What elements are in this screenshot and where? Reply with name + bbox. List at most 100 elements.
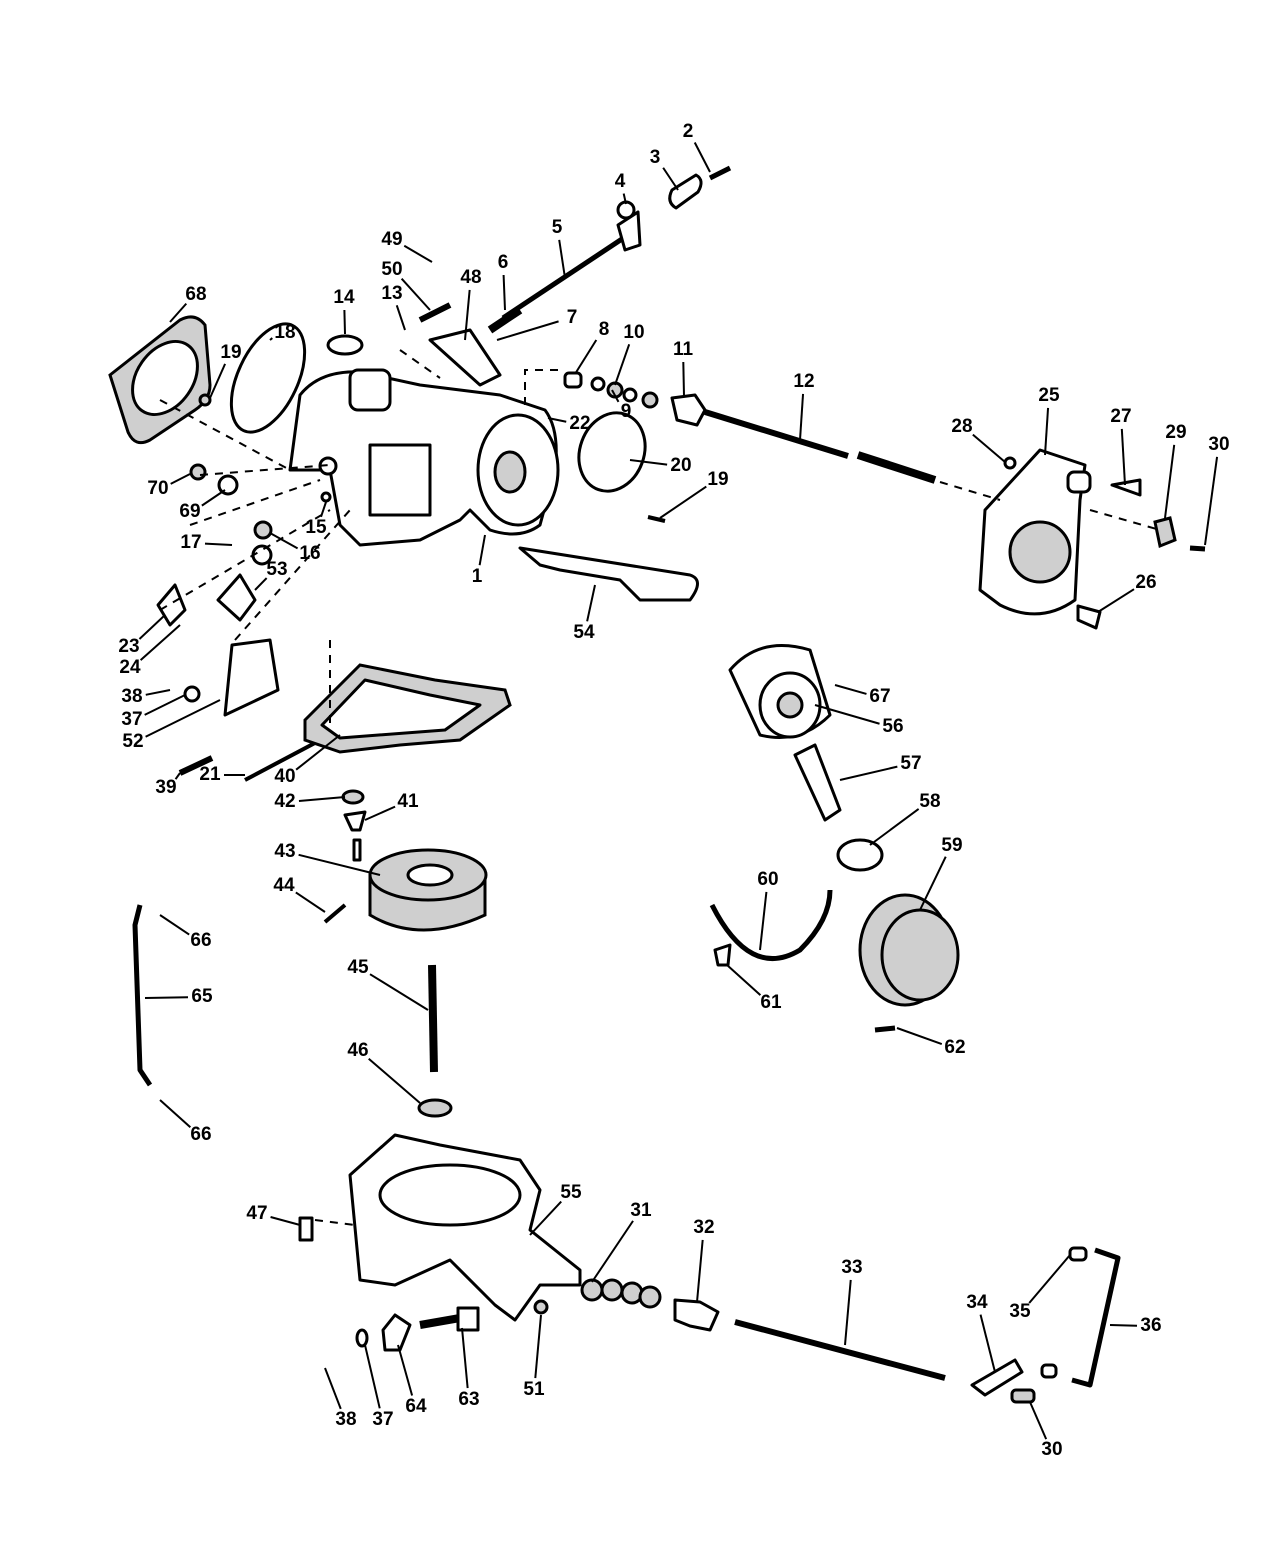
part-label-47: 47 bbox=[246, 1203, 267, 1224]
leader-line-59 bbox=[919, 856, 947, 911]
part-label-17: 17 bbox=[180, 532, 201, 553]
leader-line-28 bbox=[972, 433, 1006, 463]
part-label-6: 6 bbox=[498, 252, 509, 273]
leader-line-5 bbox=[558, 239, 566, 279]
part-label-54: 54 bbox=[573, 622, 595, 643]
part-label-63: 63 bbox=[458, 1389, 479, 1410]
leader-line-36 bbox=[1109, 1324, 1138, 1327]
part-label-24: 24 bbox=[119, 657, 141, 678]
part-bar-54 bbox=[518, 546, 699, 602]
part-label-3: 3 bbox=[650, 147, 661, 168]
leader-line-66 bbox=[159, 914, 190, 936]
leader-line-8 bbox=[574, 339, 598, 375]
leader-line-29 bbox=[1164, 444, 1176, 519]
part-label-21: 21 bbox=[199, 764, 221, 785]
part-label-9: 9 bbox=[621, 401, 632, 422]
part-label-65: 65 bbox=[191, 986, 213, 1007]
part-label-37: 37 bbox=[372, 1409, 393, 1430]
leader-line-26 bbox=[1097, 588, 1135, 613]
leader-line-46 bbox=[368, 1057, 421, 1104]
part-label-42: 42 bbox=[274, 791, 295, 812]
part-label-39: 39 bbox=[155, 777, 176, 798]
part-label-34: 34 bbox=[966, 1292, 988, 1313]
part-label-66: 66 bbox=[190, 930, 211, 951]
dashed-guides bbox=[159, 349, 1161, 1226]
part-label-19: 19 bbox=[707, 469, 728, 490]
part-label-10: 10 bbox=[623, 322, 644, 343]
part-label-51: 51 bbox=[523, 1379, 545, 1400]
part-label-52: 52 bbox=[122, 731, 143, 752]
leader-line-48 bbox=[464, 289, 471, 341]
part-label-27: 27 bbox=[1110, 406, 1131, 427]
leader-line-31 bbox=[591, 1220, 634, 1283]
part-label-49: 49 bbox=[381, 229, 402, 250]
leader-line-18 bbox=[269, 337, 273, 341]
part-label-38: 38 bbox=[121, 686, 142, 707]
leader-line-49 bbox=[403, 244, 433, 263]
part-label-64: 64 bbox=[405, 1396, 427, 1417]
leader-line-68 bbox=[169, 302, 188, 323]
leader-line-45 bbox=[369, 973, 429, 1011]
part-label-31: 31 bbox=[630, 1200, 652, 1221]
part-label-1: 1 bbox=[472, 566, 483, 587]
leader-line-1 bbox=[478, 534, 486, 566]
part-rod-33 bbox=[734, 1319, 946, 1381]
leader-line-2 bbox=[693, 142, 711, 173]
leader-line-50 bbox=[400, 278, 431, 311]
part-label-16: 16 bbox=[299, 543, 320, 564]
part-label-44: 44 bbox=[273, 875, 295, 896]
part-label-2: 2 bbox=[683, 121, 694, 142]
leader-line-30 bbox=[1204, 456, 1219, 546]
part-label-32: 32 bbox=[693, 1217, 714, 1238]
part-label-7: 7 bbox=[567, 307, 578, 328]
leader-line-3 bbox=[662, 167, 679, 191]
part-label-59: 59 bbox=[941, 835, 962, 856]
leader-line-20 bbox=[629, 459, 668, 466]
leader-line-38 bbox=[324, 1367, 342, 1410]
part-label-5: 5 bbox=[552, 217, 563, 238]
leader-line-9 bbox=[611, 389, 620, 403]
part-label-43: 43 bbox=[274, 841, 295, 862]
part-bowl-55 bbox=[348, 1133, 582, 1322]
part-label-46: 46 bbox=[347, 1040, 368, 1061]
leader-line-13 bbox=[395, 304, 406, 331]
part-label-33: 33 bbox=[841, 1257, 862, 1278]
part-label-19: 19 bbox=[220, 342, 241, 363]
leader-line-7 bbox=[496, 320, 559, 341]
part-label-8: 8 bbox=[599, 319, 610, 340]
part-label-58: 58 bbox=[919, 791, 940, 812]
part-label-45: 45 bbox=[347, 957, 369, 978]
part-label-68: 68 bbox=[185, 284, 206, 305]
leader-line-16 bbox=[269, 532, 299, 550]
part-label-41: 41 bbox=[397, 791, 419, 812]
part-label-60: 60 bbox=[757, 869, 778, 890]
part-label-28: 28 bbox=[951, 416, 972, 437]
part-label-67: 67 bbox=[869, 686, 890, 707]
leader-line-34 bbox=[979, 1314, 996, 1373]
part-label-11: 11 bbox=[673, 339, 694, 360]
leader-line-65 bbox=[144, 996, 189, 999]
part-label-36: 36 bbox=[1140, 1315, 1161, 1336]
leader-line-47 bbox=[270, 1216, 301, 1226]
leader-line-39 bbox=[174, 772, 181, 780]
part-label-15: 15 bbox=[305, 517, 327, 538]
leader-line-69 bbox=[201, 489, 226, 507]
part-label-29: 29 bbox=[1165, 422, 1186, 443]
leader-line-66 bbox=[159, 1099, 192, 1128]
leader-line-55 bbox=[529, 1200, 562, 1236]
part-label-25: 25 bbox=[1038, 385, 1060, 406]
leader-line-58 bbox=[869, 808, 920, 846]
part-needle-45 bbox=[428, 964, 438, 1073]
part-label-50: 50 bbox=[381, 259, 402, 280]
part-label-69: 69 bbox=[179, 501, 200, 522]
leader-line-54 bbox=[586, 584, 596, 622]
part-label-62: 62 bbox=[944, 1037, 965, 1058]
leader-line-4 bbox=[622, 193, 627, 205]
part-label-37: 37 bbox=[121, 709, 142, 730]
leader-line-23 bbox=[138, 614, 166, 640]
part-label-18: 18 bbox=[274, 322, 295, 343]
part-label-66: 66 bbox=[190, 1124, 211, 1145]
part-label-4: 4 bbox=[615, 171, 626, 192]
leader-line-60 bbox=[759, 891, 768, 951]
